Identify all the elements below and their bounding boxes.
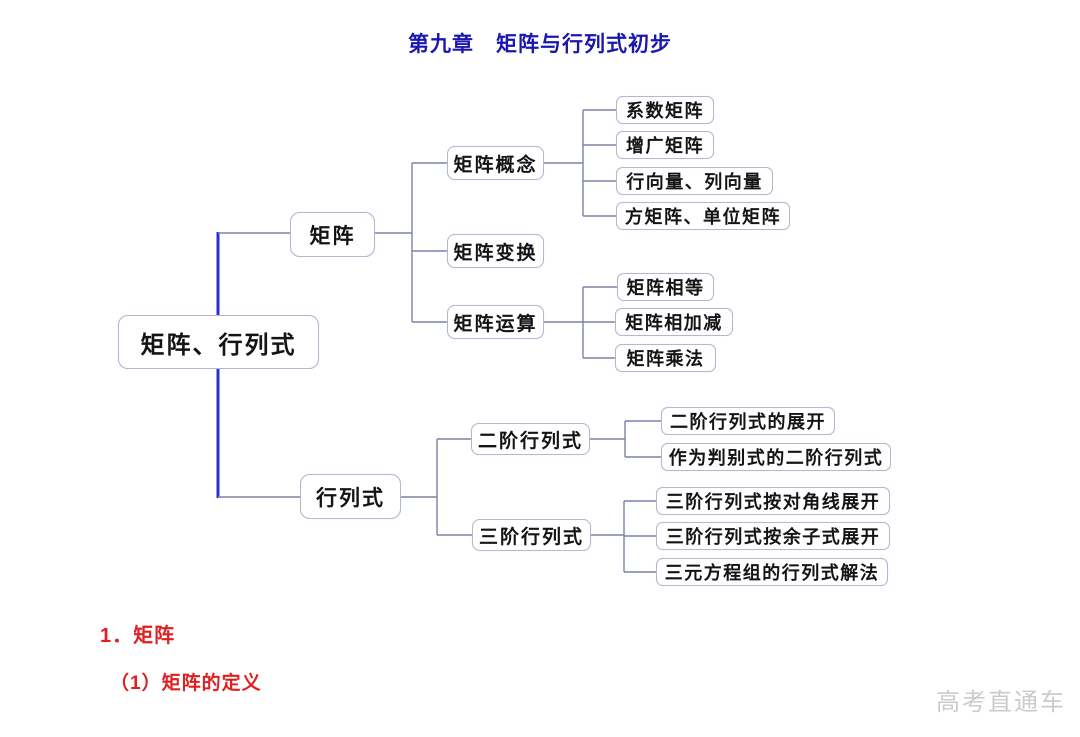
node-matrix: 矩阵 (290, 212, 375, 257)
node-matrix-addition-subtraction: 矩阵相加减 (615, 308, 733, 336)
node-row-column-vector: 行向量、列向量 (616, 167, 773, 195)
node-augmented-matrix: 增广矩阵 (616, 131, 714, 159)
node-root-matrix-determinant: 矩阵、行列式 (118, 315, 319, 369)
node-matrix-equality: 矩阵相等 (617, 273, 714, 301)
node-det2-expansion: 二阶行列式的展开 (661, 407, 835, 435)
node-third-order-determinant: 三阶行列式 (472, 519, 591, 551)
section-heading-matrix: 1．矩阵 (100, 625, 176, 647)
node-matrix-operation: 矩阵运算 (447, 305, 544, 339)
node-matrix-transform: 矩阵变换 (447, 234, 544, 268)
node-coefficient-matrix: 系数矩阵 (616, 96, 714, 124)
node-det2-as-discriminant: 作为判别式的二阶行列式 (661, 443, 891, 471)
node-matrix-concept: 矩阵概念 (447, 146, 544, 180)
node-determinant: 行列式 (300, 474, 401, 519)
node-det3-equation-solution: 三元方程组的行列式解法 (656, 558, 888, 586)
node-second-order-determinant: 二阶行列式 (471, 423, 590, 455)
node-square-identity-matrix: 方矩阵、单位矩阵 (616, 202, 790, 230)
watermark-gaokao-zhitongche: 高考直通车 (936, 690, 1066, 716)
chapter-title: 第九章 矩阵与行列式初步 (408, 33, 672, 56)
node-matrix-multiplication: 矩阵乘法 (615, 344, 716, 372)
section-heading-matrix-definition: （1）矩阵的定义 (110, 673, 262, 694)
node-det3-diagonal-expansion: 三阶行列式按对角线展开 (656, 487, 890, 515)
node-det3-cofactor-expansion: 三阶行列式按余子式展开 (656, 522, 890, 550)
